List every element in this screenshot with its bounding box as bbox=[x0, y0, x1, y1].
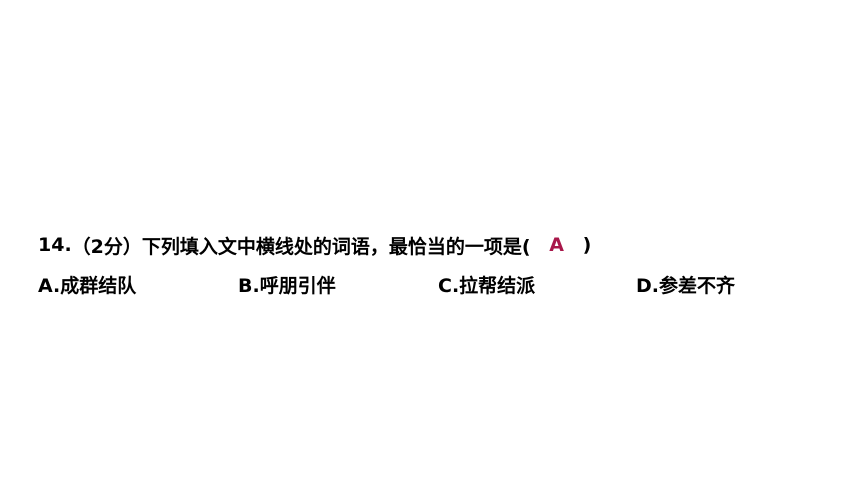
option-b: B.呼朋引伴 bbox=[238, 275, 336, 297]
option-a: A.成群结队 bbox=[38, 275, 137, 297]
option-c: C.拉帮结派 bbox=[438, 275, 536, 297]
options-row: A.成群结队 B.呼朋引伴 C.拉帮结派 D.参差不齐 bbox=[38, 271, 818, 297]
question-points: （2分） bbox=[71, 235, 142, 258]
question-text: 下列填入文中横线处的词语，最恰当的一项是( bbox=[141, 235, 531, 258]
question-number: 14. bbox=[38, 234, 72, 256]
question-close-paren: ) bbox=[582, 234, 592, 256]
question-stem: 14. （2分） 下列填入文中横线处的词语，最恰当的一项是( A ) bbox=[38, 232, 591, 258]
option-d: D.参差不齐 bbox=[636, 275, 735, 297]
answer-text: A bbox=[549, 234, 564, 256]
